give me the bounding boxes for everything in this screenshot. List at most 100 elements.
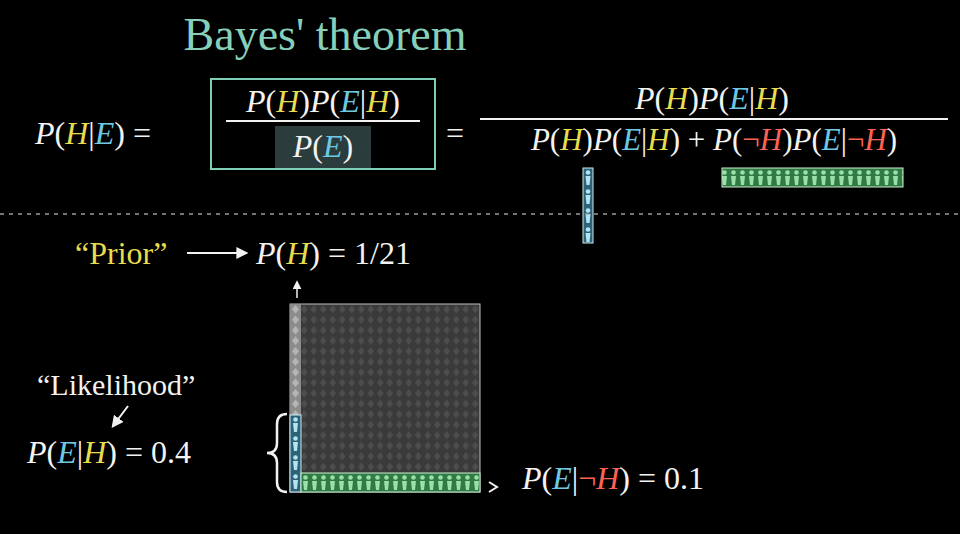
formula-glyph: E (323, 128, 343, 164)
formula-glyph: H (65, 115, 88, 151)
formula-glyph: P (35, 115, 55, 151)
formula-glyph: ¬ (847, 122, 864, 157)
formula-glyph: | (88, 115, 94, 151)
formula-glyph (346, 235, 354, 271)
formula-glyph: P (522, 460, 542, 496)
formula-glyph: ( (312, 128, 323, 164)
formula-glyph: ) (670, 122, 680, 157)
formula-glyph: ) (619, 460, 630, 496)
formula-glyph: ( (47, 434, 58, 470)
fraction-denominator: P(E) (275, 126, 371, 168)
formula-glyph: ) (309, 235, 320, 271)
formula-glyph: ( (55, 115, 66, 151)
formula-glyph: ) (688, 80, 699, 116)
formula-glyph: E (822, 122, 841, 157)
formula-glyph: = (125, 434, 143, 470)
formula-glyph: E (340, 83, 360, 119)
formula-glyph: | (841, 122, 847, 157)
formula-glyph: 0 (664, 460, 680, 496)
formula-glyph (680, 122, 688, 157)
formula-glyph: 2 (379, 235, 395, 271)
formula-glyph: + (688, 122, 705, 157)
formula-glyph: 4 (175, 434, 191, 470)
formula-glyph: = (446, 115, 464, 151)
likelihood-value: P(E|H) = 0.4 (27, 436, 191, 468)
formula-glyph (705, 122, 713, 157)
brace (267, 414, 287, 492)
formula-glyph (630, 460, 638, 496)
divider-line (0, 213, 960, 215)
evidence-given-h (290, 415, 301, 492)
formula-glyph: ( (719, 80, 730, 116)
formula-glyph: ) (343, 128, 354, 164)
likelihood-value: P(E|¬H) = 0.1 (522, 462, 704, 494)
formula-glyph: ( (542, 460, 553, 496)
evidence-given-not-h (301, 473, 480, 492)
formula-glyph: H (665, 80, 688, 116)
formula-glyph: ( (612, 122, 622, 157)
formula-glyph: P (310, 83, 330, 119)
evidence-people-strip (722, 168, 903, 187)
formula-glyph: ( (655, 80, 666, 116)
formula-glyph: P (593, 122, 612, 157)
slide-title: Bayes' theorem (184, 12, 467, 58)
formula-glyph: ) (782, 122, 792, 157)
formula-glyph (143, 434, 151, 470)
formula-glyph: = (328, 235, 346, 271)
formula-glyph: P (293, 128, 313, 164)
prior-value: P(H) = 1/21 (256, 237, 411, 269)
evidence-people-strip (583, 168, 593, 243)
formula-glyph: ) (583, 122, 593, 157)
formula-glyph: = (638, 460, 656, 496)
fraction-numerator: P(H)P(E|H) (246, 85, 400, 117)
formula-glyph: H (596, 460, 619, 496)
formula-glyph: / (370, 235, 379, 271)
formula-glyph: . (167, 434, 175, 470)
formula-glyph: P (531, 122, 550, 157)
formula-glyph: ) (114, 115, 125, 151)
formula-glyph: H (864, 122, 886, 157)
formula-glyph: ) (299, 83, 310, 119)
formula-glyph: H (83, 434, 106, 470)
leader-arrow (296, 282, 298, 298)
term-label: “Likelihood” (37, 370, 195, 400)
formula-denominator: P(H)P(E|H) + P(¬H)P(E|¬H) (531, 124, 897, 155)
fraction-bar (480, 118, 948, 120)
formula-glyph: ( (550, 122, 560, 157)
formula-glyph: | (572, 460, 578, 496)
leader-arrow (187, 252, 246, 254)
equals-sign: = (446, 117, 464, 149)
formula-numerator: P(H)P(E|H) (635, 82, 789, 114)
formula-glyph: E (57, 434, 77, 470)
formula-glyph: P (635, 80, 655, 116)
formula-glyph (320, 235, 328, 271)
formula-glyph: P (699, 80, 719, 116)
formula-lhs: P(H|E) = (35, 117, 151, 149)
term-label: “Prior” (75, 237, 167, 269)
formula-glyph (656, 460, 664, 496)
formula-glyph: = (133, 115, 151, 151)
formula-glyph: P (792, 122, 811, 157)
formula-glyph: H (760, 122, 782, 157)
formula-glyph: ) (778, 80, 789, 116)
formula-glyph: ) (887, 122, 897, 157)
formula-glyph: E (95, 115, 115, 151)
population-square (290, 304, 480, 492)
formula-glyph (125, 115, 133, 151)
hypothesis-column (290, 304, 301, 415)
formula-glyph: P (713, 122, 732, 157)
formula-glyph: ¬ (742, 122, 759, 157)
formula-glyph: H (276, 83, 299, 119)
formula-glyph: H (647, 122, 669, 157)
formula-glyph: ( (276, 235, 287, 271)
leader-arrow (113, 406, 128, 426)
formula-glyph: ( (811, 122, 821, 157)
formula-glyph: ) (389, 83, 400, 119)
formula-glyph: ( (330, 83, 341, 119)
formula-glyph: H (755, 80, 778, 116)
formula-glyph: 1 (354, 235, 370, 271)
formula-glyph: | (641, 122, 647, 157)
formula-glyph: E (622, 122, 641, 157)
chevron (489, 482, 497, 492)
fraction-bar (226, 120, 420, 122)
